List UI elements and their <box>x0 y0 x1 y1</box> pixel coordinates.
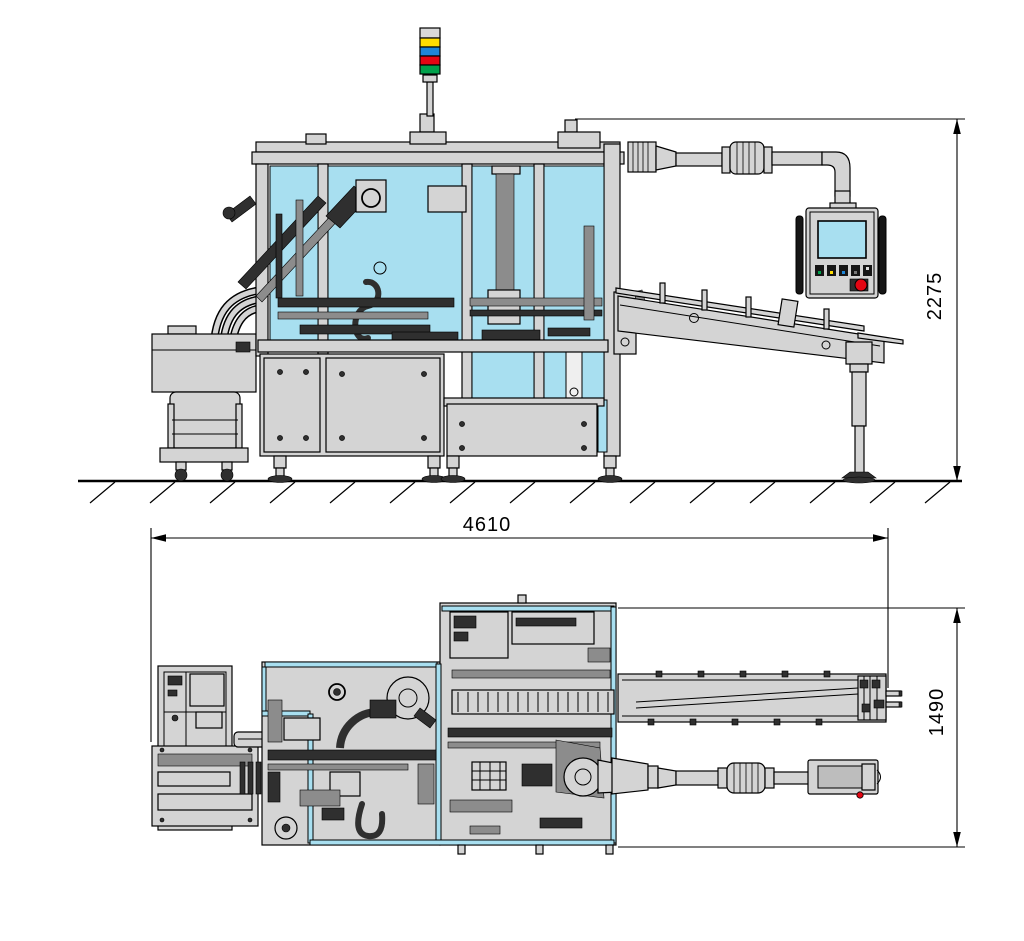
top-plan-view <box>151 594 903 855</box>
hmi-panel <box>795 207 887 299</box>
dim-overall-depth-label: 1490 <box>926 688 948 737</box>
hmi-screen <box>817 220 867 259</box>
lamp-green <box>419 64 441 75</box>
ground-hatching <box>89 481 951 504</box>
lamp-blue <box>419 46 441 57</box>
base-cabinet-right <box>443 397 605 457</box>
emergency-stop-plan <box>856 791 864 799</box>
guard-window <box>597 399 608 453</box>
internal-mechanics-plan-left <box>267 676 437 840</box>
signal-tower <box>419 27 441 117</box>
dimension-annotations: 2275 4610 1490 <box>150 118 965 848</box>
outfeed-conveyor-elevation <box>613 282 904 484</box>
cartoner-machine-elevation <box>222 27 625 483</box>
hmi-swing-arm-plan <box>611 757 881 799</box>
guard-edges-plan <box>261 605 617 846</box>
hmi-swing-arm-elevation <box>627 141 857 211</box>
lamp-red <box>419 55 441 66</box>
front-elevation-view <box>78 27 962 504</box>
outfeed-conveyor-plan <box>617 670 903 726</box>
dim-overall-length-label: 4610 <box>463 514 512 536</box>
lamp-yellow <box>419 37 441 48</box>
lamp-white <box>419 27 441 39</box>
hmi-buttons <box>815 265 872 276</box>
leveling-feet <box>267 455 623 483</box>
conveyor-support-leg <box>841 341 877 484</box>
base-cabinet-left <box>259 353 445 457</box>
emergency-stop-button <box>854 278 868 292</box>
infeed-feeder-elevation <box>151 286 263 482</box>
dim-overall-height-label: 2275 <box>924 272 946 321</box>
